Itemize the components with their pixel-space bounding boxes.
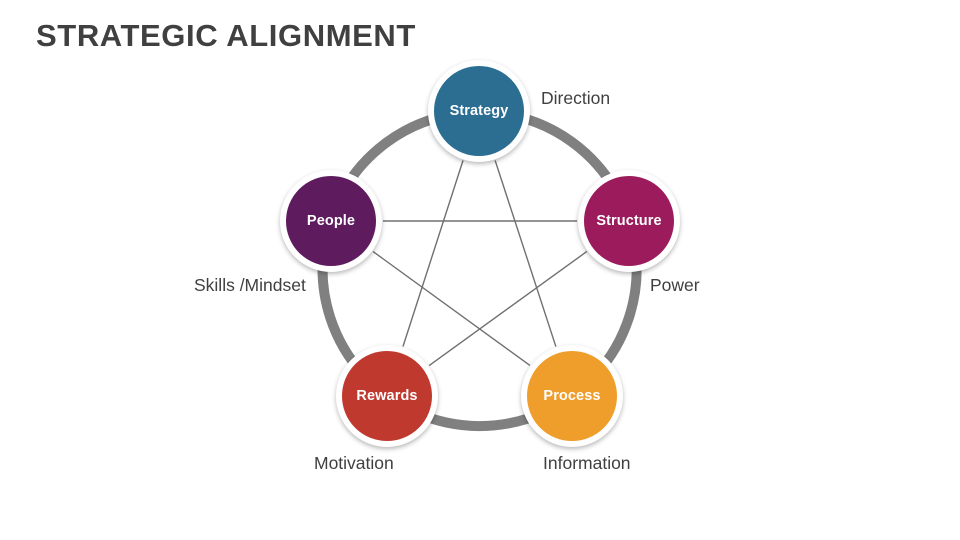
caption-rewards: Motivation <box>314 453 394 473</box>
caption-structure: Power <box>650 275 700 295</box>
node-label-process: Process <box>543 388 601 404</box>
star-line-rewards-to-strategy <box>402 160 464 347</box>
caption-strategy: Direction <box>541 88 611 108</box>
star-line-strategy-to-process <box>494 160 557 347</box>
node-label-strategy: Strategy <box>449 103 509 119</box>
caption-people: Skills /Mindset <box>194 275 306 295</box>
node-label-structure: Structure <box>596 213 662 229</box>
star-line-group <box>372 160 588 367</box>
node-label-rewards: Rewards <box>356 388 418 404</box>
star-line-structure-to-rewards <box>428 250 588 367</box>
page-title: STRATEGIC ALIGNMENT <box>36 18 416 53</box>
node-structure[interactable]: Structure <box>578 170 680 272</box>
node-process[interactable]: Process <box>521 345 623 447</box>
node-people[interactable]: People <box>280 170 382 272</box>
caption-process: Information <box>543 453 631 473</box>
node-strategy[interactable]: Strategy <box>428 60 530 162</box>
node-rewards[interactable]: Rewards <box>336 345 438 447</box>
star-line-process-to-people <box>372 250 531 367</box>
node-label-people: People <box>306 213 356 229</box>
